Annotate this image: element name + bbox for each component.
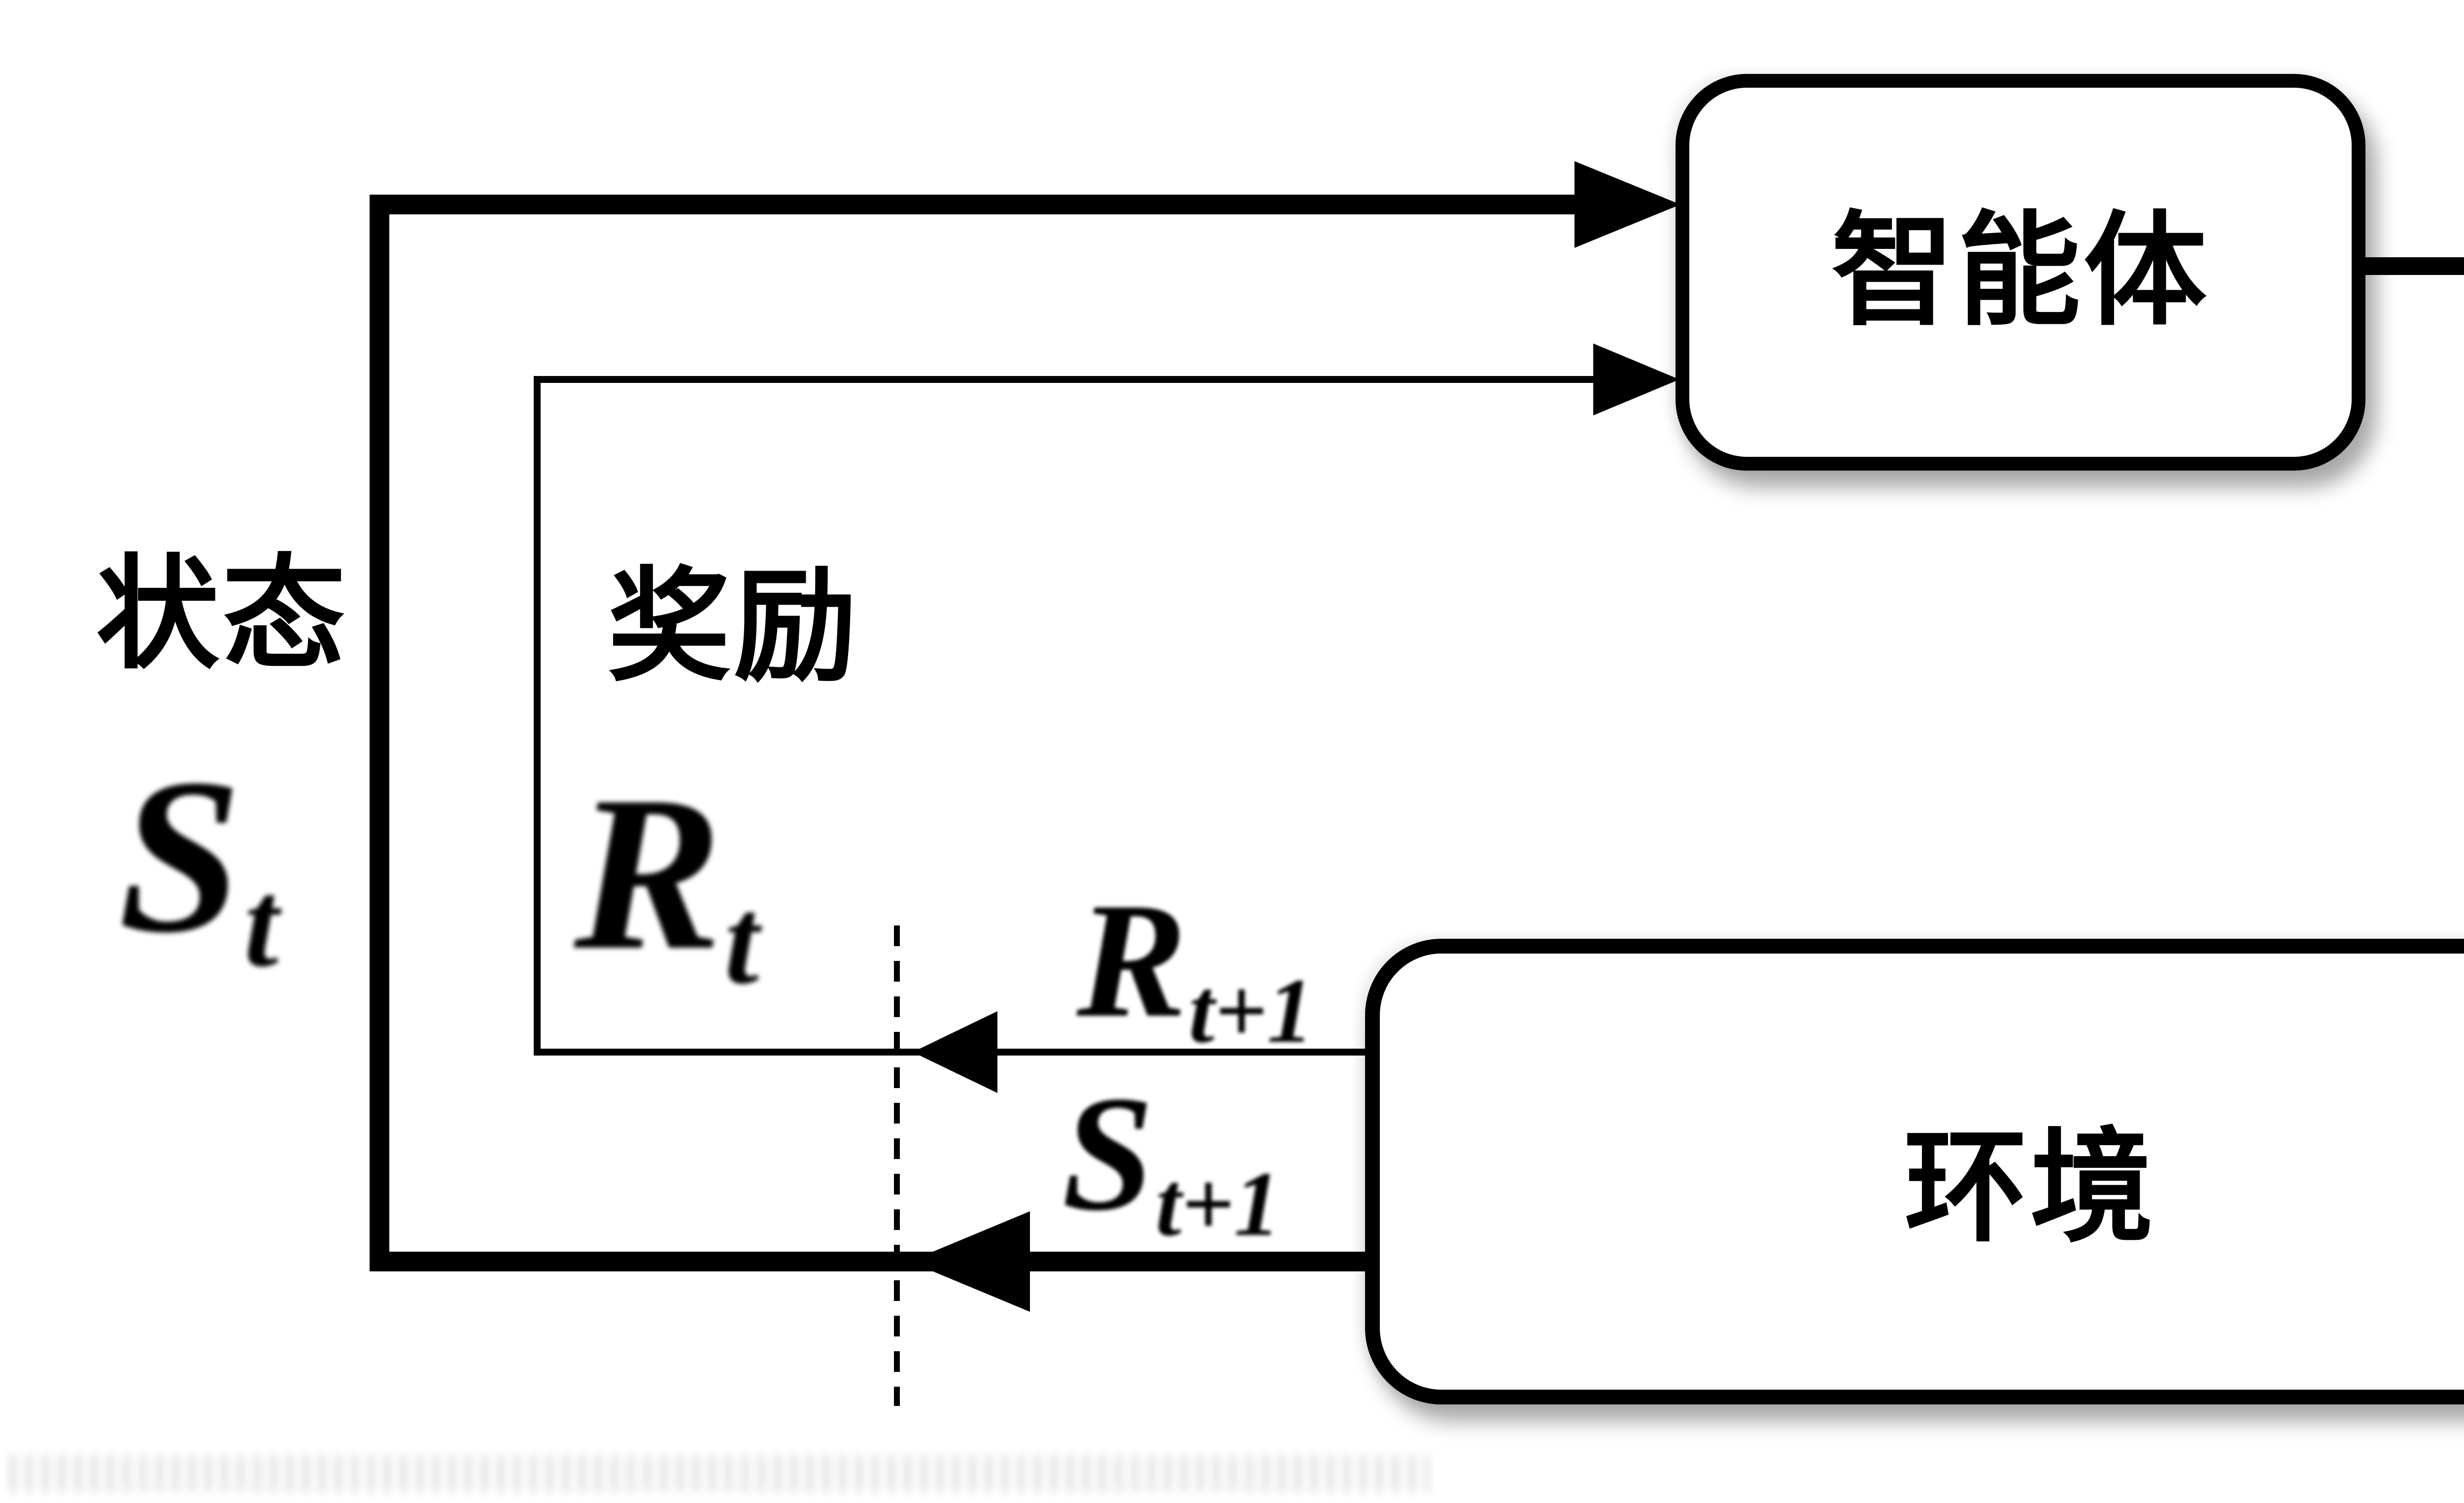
reward-symbol-subscript: t	[724, 871, 759, 1010]
time-boundary-dashed-line	[894, 925, 900, 1406]
next-state-horizontal-line	[370, 1252, 1370, 1271]
next-reward-boundary-arrowhead-icon	[913, 1011, 997, 1093]
environment-box-label: 环境	[1904, 1120, 2156, 1257]
state-loop-top-horizontal-line	[370, 195, 1574, 214]
next-state-symbol-subscript: t+1	[1156, 1152, 1280, 1255]
reward-symbol: Rt	[574, 762, 759, 1003]
reward-label: 奖励	[608, 560, 860, 696]
reward-arrowhead-into-agent-icon	[1593, 343, 1679, 415]
state-loop-left-vertical-line	[370, 195, 389, 1271]
agent-box: 智能体	[1676, 74, 2365, 471]
agent-box-label: 智能体	[1831, 204, 2210, 341]
cropped-caption-fragment	[10, 1455, 1429, 1492]
next-reward-symbol-subscript: t+1	[1189, 959, 1314, 1062]
state-arrowhead-into-agent-icon	[1574, 161, 1680, 248]
reward-symbol-base: R	[574, 751, 722, 996]
reward-loop-top-horizontal-line	[534, 376, 1593, 383]
state-symbol-subscript: t	[244, 854, 279, 992]
next-state-symbol-base: S	[1062, 1062, 1154, 1245]
next-state-symbol: St+1	[1062, 1071, 1280, 1250]
state-symbol: St	[118, 745, 278, 986]
next-reward-symbol: Rt+1	[1077, 878, 1313, 1057]
reward-loop-vertical-line	[534, 376, 541, 1056]
state-label: 状态	[96, 547, 348, 684]
next-reward-symbol-base: R	[1077, 869, 1187, 1052]
next-state-boundary-arrowhead-icon	[909, 1211, 1030, 1312]
state-symbol-base: S	[118, 733, 242, 979]
action-loop-top-horizontal-line	[2363, 257, 2464, 275]
environment-box: 环境	[1365, 939, 2464, 1404]
